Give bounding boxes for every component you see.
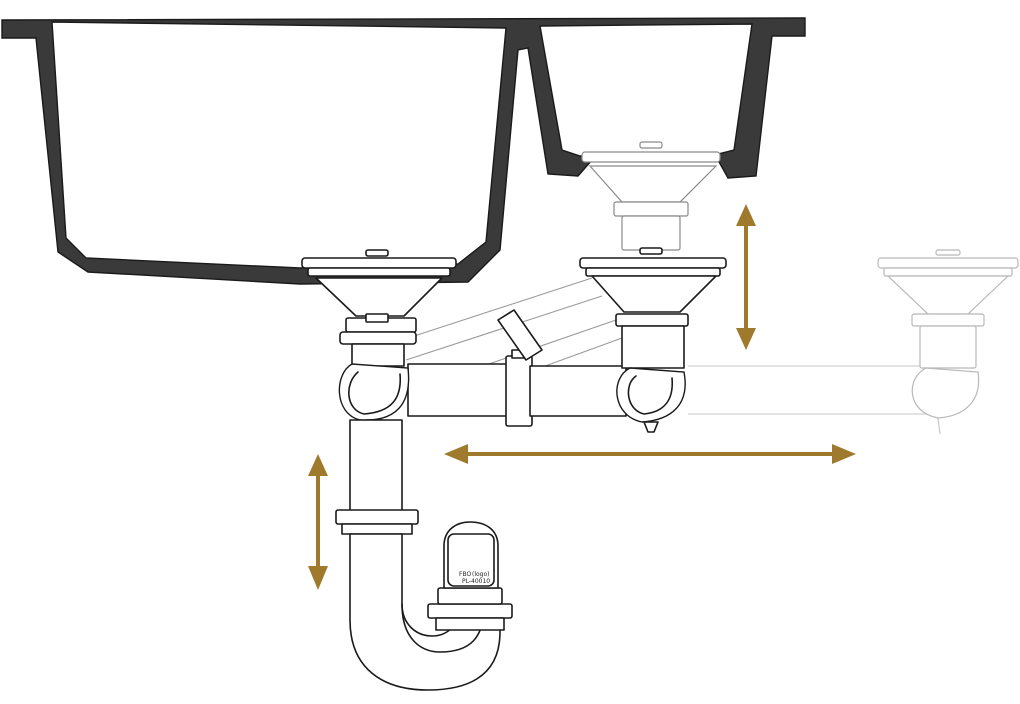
horizontal-adjust-arrow (444, 444, 856, 464)
trap-label-line2: (logo) (472, 571, 490, 578)
vertical-adjust-arrow-left (308, 454, 328, 590)
right-elbow-fitting (616, 325, 686, 433)
right-strainer-basket (579, 247, 727, 327)
p-trap-assembly: FBO (logo) PL-40010 (335, 419, 513, 691)
far-right-drain-position (688, 249, 1019, 435)
trap-label-line1: FBO (459, 571, 471, 578)
trap-label-line3: PL-40010 (462, 578, 490, 585)
left-elbow-fitting (338, 331, 417, 433)
vertical-adjust-arrow-right (736, 204, 756, 350)
right-strainer-original-position (581, 141, 721, 251)
horizontal-connector-pipe (407, 309, 627, 427)
left-strainer-basket (301, 249, 457, 333)
double-sink-bowl (1, 17, 806, 285)
